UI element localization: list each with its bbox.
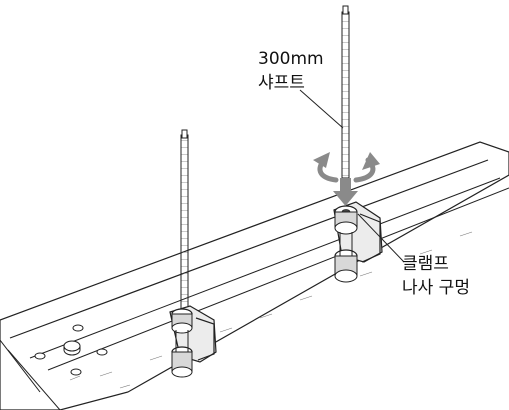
board-hole [34,352,46,360]
board-knob-top [63,340,81,352]
clamp-label: 클램프 나사 구멍 [402,252,470,300]
shaft-label: 300mm 샤프트 [258,47,324,95]
curved-double-arrow-icon [313,152,380,183]
clamp-label-line2: 나사 구멍 [402,278,470,298]
right-shaft-tip [342,5,349,15]
shaft-label-line1: 300mm [258,49,324,69]
shaft-label-line2: 샤프트 [258,73,305,93]
board-bottom-edge [47,187,509,371]
clamp-label-line1: 클램프 [402,254,449,274]
board-top-edge [9,159,489,339]
board-hole [72,324,84,332]
left-shaft [180,134,189,314]
table-board [0,141,509,410]
board-hole [70,368,82,376]
left-shaft-tip [181,129,188,139]
right-clamp-assembly [333,5,383,283]
shaft-leader-line [299,89,344,129]
board-bevel-edge [29,177,501,359]
left-clamp-assembly [169,129,217,378]
right-shaft [341,11,350,179]
clamp-leader-line [357,213,405,263]
board-hole [96,348,108,356]
board-holes [34,324,108,376]
down-arrow-icon [333,178,358,206]
